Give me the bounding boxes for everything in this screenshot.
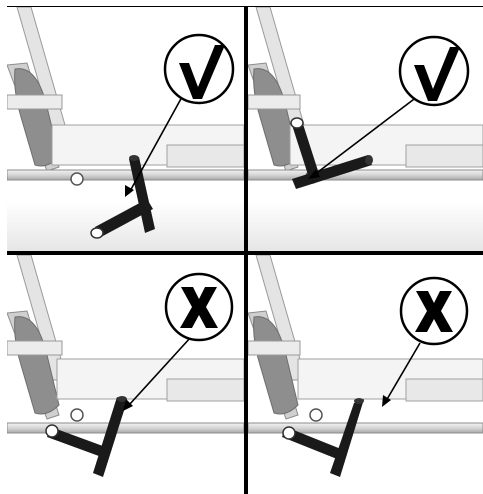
horizontal-base-tube — [7, 423, 244, 433]
panel-illustration — [7, 7, 244, 251]
panel-bottom-left-incorrect — [7, 255, 244, 494]
base-frame-end — [167, 379, 244, 401]
panel-top-left-correct — [7, 7, 244, 251]
anti-tipper-bar — [46, 396, 127, 477]
armrest-bracket — [7, 341, 62, 355]
armrest-bracket — [7, 95, 62, 109]
armrest-bracket — [248, 95, 300, 109]
panel-top-right-correct — [248, 7, 483, 251]
panel-illustration — [248, 255, 483, 494]
base-frame-end — [406, 379, 483, 401]
base-frame-end — [406, 145, 483, 167]
check-mark-icon — [400, 37, 468, 105]
floor — [7, 202, 244, 251]
panel-bottom-right-incorrect — [248, 255, 483, 494]
panel-illustration — [7, 255, 244, 494]
x-mark-icon — [166, 274, 232, 340]
armrest-bracket — [248, 341, 300, 355]
tube-end-cap — [71, 409, 83, 421]
floor — [248, 202, 483, 251]
check-mark-icon — [165, 35, 233, 103]
panel-illustration — [248, 7, 483, 251]
base-frame-end — [167, 145, 244, 167]
horizontal-base-tube — [7, 170, 244, 180]
tube-end-cap — [71, 173, 83, 185]
tube-end-cap — [310, 409, 322, 421]
horizontal-base-tube — [248, 170, 483, 180]
horizontal-divider — [7, 251, 483, 255]
x-mark-icon — [401, 278, 467, 344]
